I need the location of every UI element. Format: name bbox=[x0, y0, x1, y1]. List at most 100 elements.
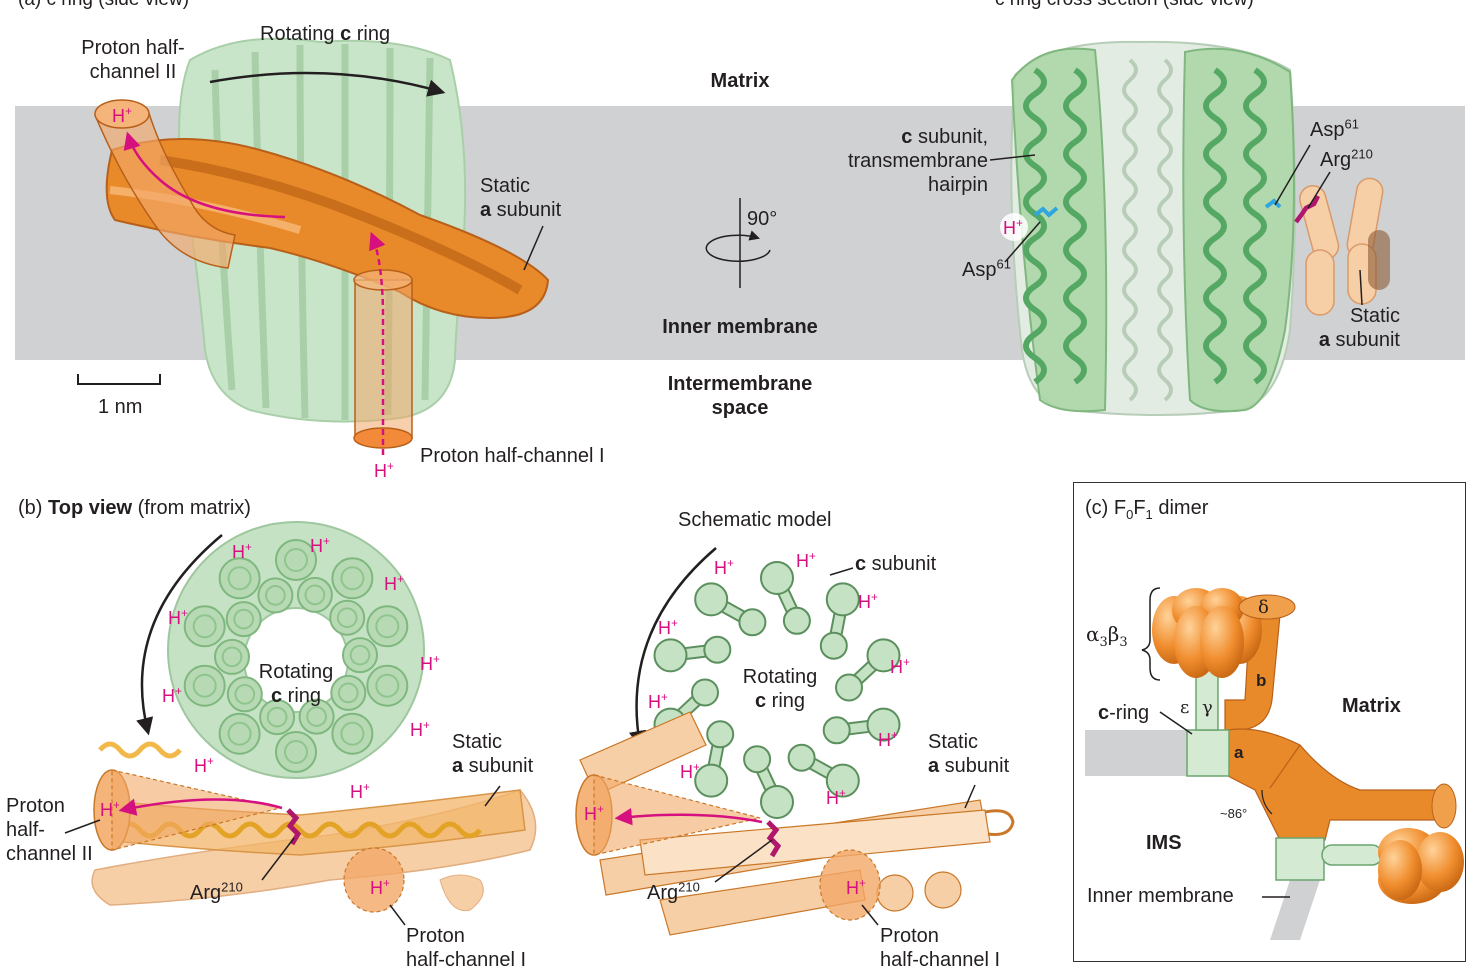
proton-half-channel-ii-label-a: Proton half-channel II bbox=[81, 37, 185, 83]
arg-leader-b-right bbox=[714, 839, 773, 883]
c-ring-label-c: c-ring bbox=[1098, 702, 1150, 724]
schematic-model-title: Schematic model bbox=[678, 509, 832, 531]
c-ring-helix-core bbox=[284, 548, 308, 572]
c-ring-helix bbox=[331, 712, 374, 755]
c-subunit-helix bbox=[782, 606, 811, 635]
h-plus-label: H+ bbox=[410, 719, 430, 740]
h-plus-label: H+ bbox=[420, 653, 440, 674]
h-plus-a-bottom: H+ bbox=[374, 460, 394, 481]
rotation-arrow-b-right bbox=[628, 547, 717, 749]
c-ring-helix-core bbox=[349, 644, 371, 666]
c-ring-helix-core bbox=[192, 614, 217, 639]
c-subunit-helix bbox=[787, 743, 816, 772]
arg210-label-right: Arg210 bbox=[1320, 146, 1373, 171]
asp-right-leader bbox=[1274, 144, 1311, 206]
arg210-label-b-right: Arg210 bbox=[647, 879, 700, 904]
proton-path-ii bbox=[123, 131, 286, 219]
c-subunit-helix bbox=[743, 745, 772, 774]
h-plus-label: H+ bbox=[310, 535, 330, 556]
c-subunit-helix bbox=[694, 763, 729, 798]
h-plus-label: H+ bbox=[648, 691, 668, 712]
c-subunit-helix bbox=[706, 720, 735, 749]
rotation-arrow-b-left bbox=[136, 534, 223, 736]
ims-label: IMS bbox=[1146, 832, 1182, 854]
gamma-label: γ bbox=[1202, 697, 1213, 718]
c-ring-cross-section bbox=[1010, 40, 1296, 416]
h-plus-label: H+ bbox=[100, 799, 120, 820]
static-a-cs-leader bbox=[1359, 269, 1363, 306]
h-plus-label: H+ bbox=[194, 755, 214, 776]
f0f1-dimer bbox=[1085, 588, 1464, 940]
rotation-arrow-a bbox=[209, 71, 446, 97]
inner-membrane-label-c: Inner membrane bbox=[1087, 885, 1234, 907]
asp61-label-right: Asp61 bbox=[1310, 116, 1359, 141]
c-ring-helix-core bbox=[306, 706, 327, 727]
c-ring-helix-core bbox=[192, 673, 217, 698]
matrix-label-c: Matrix bbox=[1342, 695, 1401, 717]
c-ring-helix bbox=[183, 605, 226, 648]
c-ring-helix bbox=[257, 577, 294, 614]
h-plus-label: H+ bbox=[846, 877, 866, 898]
asp61-left-residue bbox=[1033, 206, 1059, 218]
c-ring-helix bbox=[329, 599, 366, 636]
c-ring-helix-core bbox=[284, 740, 308, 764]
h-plus-label: H+ bbox=[680, 761, 700, 782]
c-ring-helix-core bbox=[340, 721, 365, 746]
channel-i-leader-b-left bbox=[389, 904, 406, 926]
a-subunit-top-view bbox=[91, 741, 537, 913]
alpha-beta-brace bbox=[1141, 587, 1161, 681]
h-plus-label: H+ bbox=[232, 541, 252, 562]
c-ring-leader-c bbox=[1159, 711, 1193, 735]
c-ring-helix bbox=[214, 638, 250, 675]
rotating-c-ring-label: Rotating c ring bbox=[260, 23, 391, 45]
h-plus-label: H+ bbox=[796, 550, 816, 571]
c-ring-helix-core bbox=[227, 566, 252, 591]
c-ring-helix bbox=[275, 539, 317, 581]
c-subunit-helix bbox=[825, 763, 860, 798]
asp-left-leader bbox=[1004, 221, 1041, 263]
c-ring-helix bbox=[226, 676, 263, 713]
c-subunit-helix bbox=[822, 716, 851, 745]
c-ring-helix-core bbox=[375, 614, 400, 639]
b-subunit-label: b bbox=[1256, 671, 1267, 690]
arg210-residue bbox=[1294, 194, 1321, 224]
c-ring-helix-core bbox=[337, 682, 359, 704]
h-plus-label: H+ bbox=[714, 557, 734, 578]
panel-c-box bbox=[1073, 482, 1466, 962]
c-subunit-helix bbox=[760, 785, 794, 819]
c-ring-helix-core bbox=[336, 607, 358, 629]
c-ring-helix bbox=[225, 601, 262, 638]
c-subunit-helix bbox=[866, 707, 901, 742]
c-ring-helix bbox=[331, 557, 374, 600]
c-ring-helix-core bbox=[234, 683, 256, 705]
h-plus-a-top: H+ bbox=[112, 105, 132, 126]
h-plus-label: H+ bbox=[584, 803, 604, 824]
asp61-label-left: Asp61 bbox=[962, 256, 1011, 281]
c-ring-helix bbox=[296, 576, 333, 613]
epsilon-label: ε bbox=[1180, 697, 1190, 718]
c-subunit-helix bbox=[835, 673, 863, 702]
schematic-a-subunit bbox=[575, 711, 1015, 936]
c-ring-helix-core bbox=[340, 566, 365, 591]
c-ring-helix bbox=[218, 557, 261, 600]
c-subunit-helix bbox=[819, 631, 848, 660]
c-ring-helix bbox=[366, 664, 409, 707]
panel-a-title: (a) c ring (side view) bbox=[18, 0, 189, 12]
c-ring-helix-core bbox=[304, 584, 326, 606]
c-ring-helix bbox=[330, 674, 367, 711]
panel-b-title: (b) Top view (from matrix) bbox=[18, 497, 251, 519]
c-ring-helix-core bbox=[233, 608, 255, 630]
a-subunit-label-c: a bbox=[1234, 743, 1244, 762]
h-plus-label: H+ bbox=[826, 787, 846, 808]
c-ring-helix bbox=[366, 605, 409, 648]
channel-i-leader-b-right bbox=[861, 904, 879, 926]
